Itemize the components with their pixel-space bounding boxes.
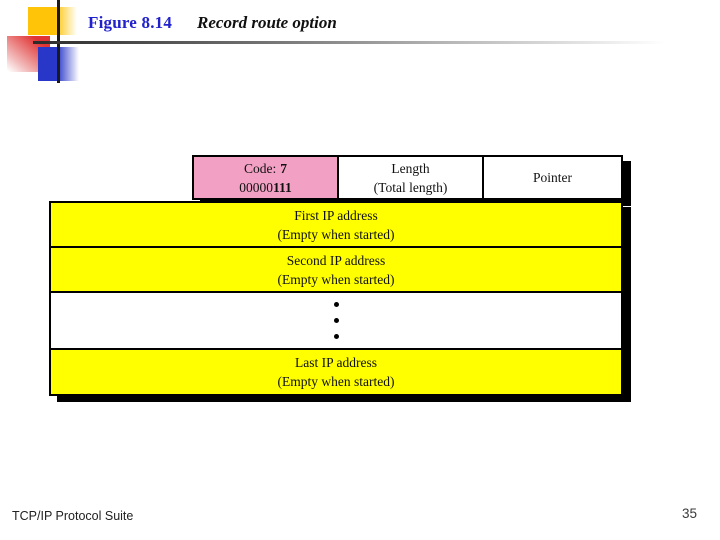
first-ip-row: First IP address (Empty when started) bbox=[51, 203, 621, 248]
ellipsis-dot bbox=[333, 318, 339, 323]
code-value: 7 bbox=[280, 160, 287, 176]
code-cell: Code:7 00000111 bbox=[194, 157, 339, 198]
ellipsis-row bbox=[51, 293, 621, 350]
last-ip-line2: (Empty when started) bbox=[277, 374, 395, 389]
figure-title: Record route option bbox=[197, 13, 337, 32]
page-number: 35 bbox=[681, 506, 697, 521]
code-cell-line1: Code:7 bbox=[244, 159, 287, 178]
ellipsis-dot bbox=[333, 334, 339, 339]
pointer-cell-line1: Pointer bbox=[533, 170, 572, 185]
code-binary-prefix: 00000 bbox=[239, 179, 273, 195]
code-label: Code: bbox=[244, 160, 277, 176]
decor-yellow-square bbox=[28, 7, 77, 35]
code-cell-binary: 00000111 bbox=[239, 178, 292, 197]
length-cell-line2: (Total length) bbox=[373, 179, 448, 195]
slide-title: Figure 8.14 Record route option bbox=[88, 13, 337, 33]
second-ip-line2: (Empty when started) bbox=[277, 271, 395, 287]
decor-horizontal-rule bbox=[33, 41, 665, 44]
length-cell-line1: Length bbox=[391, 160, 430, 176]
first-ip-line1: First IP address bbox=[294, 207, 378, 223]
second-ip-row: Second IP address (Empty when started) bbox=[51, 248, 621, 293]
figure-label: Figure 8.14 bbox=[88, 13, 173, 32]
last-ip-line1: Last IP address bbox=[295, 355, 377, 370]
ip-address-box: First IP address (Empty when started) Se… bbox=[49, 201, 623, 396]
first-ip-line2: (Empty when started) bbox=[277, 226, 395, 242]
pointer-cell: Pointer bbox=[484, 157, 621, 198]
ellipsis-dot bbox=[333, 302, 339, 307]
last-ip-row: Last IP address (Empty when started) bbox=[51, 350, 621, 394]
length-cell: Length (Total length) bbox=[339, 157, 484, 198]
footer-book-title: TCP/IP Protocol Suite bbox=[12, 509, 134, 523]
option-header-row: Code:7 00000111 Length (Total length) Po… bbox=[192, 155, 623, 200]
code-binary-value: 111 bbox=[272, 179, 292, 195]
second-ip-line1: Second IP address bbox=[286, 252, 386, 268]
